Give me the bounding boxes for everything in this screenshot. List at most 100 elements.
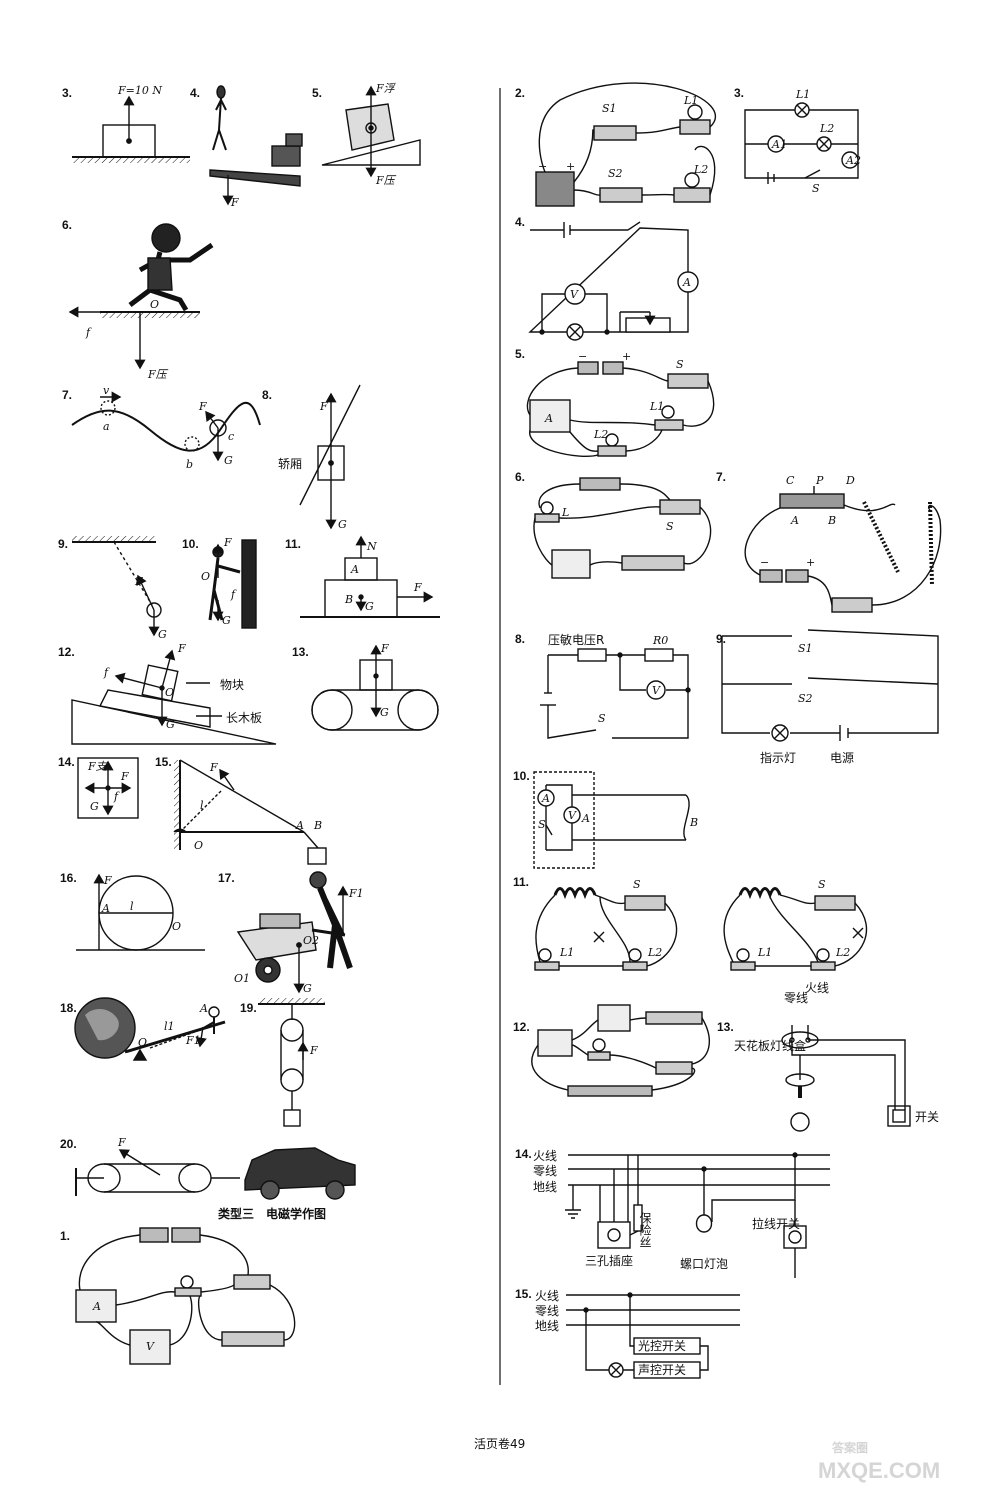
circuit-10: 10. A V S A B xyxy=(513,769,698,869)
circuit-3-number: 3. xyxy=(734,86,744,100)
circuit-3-s: S xyxy=(812,182,820,195)
circuit-14-socket: 三孔插座 xyxy=(585,1253,633,1268)
circuit-9-s1: S1 xyxy=(798,642,813,655)
circuit-5-plus: + xyxy=(622,350,631,363)
diagram-17-gravity: G xyxy=(303,982,312,995)
diagram-9-force: F xyxy=(134,575,143,588)
watermark-cn: 答案圈 xyxy=(832,1440,868,1455)
diagram-3-number: 3. xyxy=(62,86,72,100)
diagram-8-car-label: 轿厢 xyxy=(278,456,302,471)
diagram-10-number: 10. xyxy=(182,537,199,551)
em-diagram-1: 1. A V xyxy=(60,1227,296,1365)
diagram-11-number: 11. xyxy=(285,537,301,551)
circuit-8-r: 压敏电压R xyxy=(548,632,604,647)
diagram-11-force: F xyxy=(413,581,422,594)
circuit-8: 8. 压敏电压R R0 V S xyxy=(515,632,691,739)
circuit-5: 5. S L1 L2 A − + xyxy=(515,347,715,457)
circuit-8-s: S xyxy=(598,712,606,725)
circuit-15: 15. 火线 零线 地线 光控开关 声控开关 xyxy=(515,1287,740,1379)
circuit-14-bulb: 螺口灯泡 xyxy=(680,1257,728,1271)
diagram-5-force-up: F浮 xyxy=(375,82,397,95)
diagram-19-force: F xyxy=(309,1044,318,1057)
diagram-3: 3. F=10 N xyxy=(62,84,190,163)
circuit-3-a2: A2 xyxy=(845,154,861,167)
diagram-14-gravity: G xyxy=(90,800,99,813)
diagram-16: 16. F A l O xyxy=(60,871,205,951)
diagram-12-gravity: G xyxy=(166,718,175,731)
diagram-6-number: 6. xyxy=(62,218,72,232)
diagram-17-number: 17. xyxy=(218,871,235,885)
diagram-14-number: 14. xyxy=(58,755,75,769)
circuit-11-left-s: S xyxy=(633,878,641,891)
diagram-14-force: F xyxy=(120,770,129,783)
circuit-2-minus: − xyxy=(538,160,547,173)
diagram-8-number: 8. xyxy=(262,388,272,402)
circuit-6-lamp: L xyxy=(561,506,569,519)
circuit-8-r0: R0 xyxy=(652,634,668,647)
circuit-14-zero: 零线 xyxy=(533,1164,557,1178)
diagram-10-force: F xyxy=(223,536,232,549)
diagram-11-gravity: G xyxy=(365,600,374,613)
diagram-13-number: 13. xyxy=(292,645,309,659)
diagram-18-force: F1 xyxy=(185,1034,201,1047)
diagram-16-number: 16. xyxy=(60,871,77,885)
circuit-11-right-l1: L1 xyxy=(757,946,772,959)
watermark-url: MXQE.COM xyxy=(818,1458,940,1483)
diagram-17-force: F1 xyxy=(348,887,364,900)
circuit-10-ammeter: A xyxy=(541,792,550,805)
diagram-10-friction: f xyxy=(230,588,237,601)
diagram-13: 13. F G xyxy=(292,642,439,731)
section-heading: 类型三 电磁学作图 xyxy=(218,1206,326,1221)
circuit-3-a1: A1 xyxy=(771,138,787,151)
circuit-10-voltmeter: V xyxy=(568,809,577,822)
circuit-2-number: 2. xyxy=(515,86,525,100)
diagram-16-length: l xyxy=(130,900,134,913)
circuit-3-l1: L1 xyxy=(795,88,810,101)
diagram-7: 7. v a b c F G xyxy=(62,384,261,471)
em-diagram-1-ammeter: A xyxy=(92,1300,101,1313)
circuit-2: 2. S1 S2 L1 L2 − + xyxy=(515,82,717,207)
circuit-10-number: 10. xyxy=(513,769,530,783)
diagram-17-o2: O2 xyxy=(303,934,319,947)
circuit-2-l2: L2 xyxy=(693,163,708,176)
circuit-9-s2: S2 xyxy=(798,692,813,705)
circuit-7-plus: + xyxy=(806,556,815,569)
circuit-6-number: 6. xyxy=(515,470,525,484)
circuit-8-number: 8. xyxy=(515,632,525,646)
circuit-5-l1: L1 xyxy=(649,400,664,413)
diagram-6: 6. O f F压 xyxy=(62,218,214,381)
diagram-12-number: 12. xyxy=(58,645,75,659)
circuit-11: 11. S L1 L2 S L1 L2 xyxy=(513,875,868,971)
circuit-15-fire: 火线 xyxy=(535,1289,559,1303)
circuit-14-fire: 火线 xyxy=(533,1149,557,1163)
diagram-17: 17. F1 O1 O2 G xyxy=(218,871,364,995)
circuit-9-lamp-label: 指示灯 xyxy=(760,750,796,765)
diagram-11-block-a: A xyxy=(350,563,359,576)
circuit-7-c: C xyxy=(786,474,795,487)
circuit-13-switch-label: 开关 xyxy=(915,1110,939,1124)
diagram-14: 14. F支 F G f xyxy=(58,755,139,819)
diagram-17-o1: O1 xyxy=(234,972,250,985)
diagram-15-force: F xyxy=(209,761,218,774)
circuit-13-fire-label: 火线 xyxy=(805,981,829,995)
circuit-11-right: S L1 L2 xyxy=(723,878,868,971)
diagram-18: 18. A l1 O F1 xyxy=(60,997,226,1061)
diagram-15-a: A xyxy=(295,819,304,832)
diagram-18-l1: l1 xyxy=(164,1020,175,1033)
diagram-7-c: c xyxy=(228,430,234,443)
diagram-7-force: F xyxy=(198,400,207,413)
circuit-5-l2: L2 xyxy=(593,428,608,441)
em-diagram-1-voltmeter: V xyxy=(146,1340,155,1353)
circuit-4-voltmeter: V xyxy=(570,288,579,301)
diagram-20-force: F xyxy=(117,1136,126,1149)
diagram-5-force-down: F压 xyxy=(375,174,397,187)
diagram-9-gravity: G xyxy=(158,628,167,641)
circuit-13-number: 13. xyxy=(717,1020,734,1034)
diagram-20-number: 20. xyxy=(60,1137,77,1151)
circuit-6: 6. L S xyxy=(515,470,712,579)
circuit-15-zero: 零线 xyxy=(535,1304,559,1318)
circuit-15-number: 15. xyxy=(515,1287,532,1301)
diagram-12-force: F xyxy=(177,642,186,655)
circuit-2-s2: S2 xyxy=(608,167,623,180)
circuit-11-left-l2: L2 xyxy=(647,946,662,959)
